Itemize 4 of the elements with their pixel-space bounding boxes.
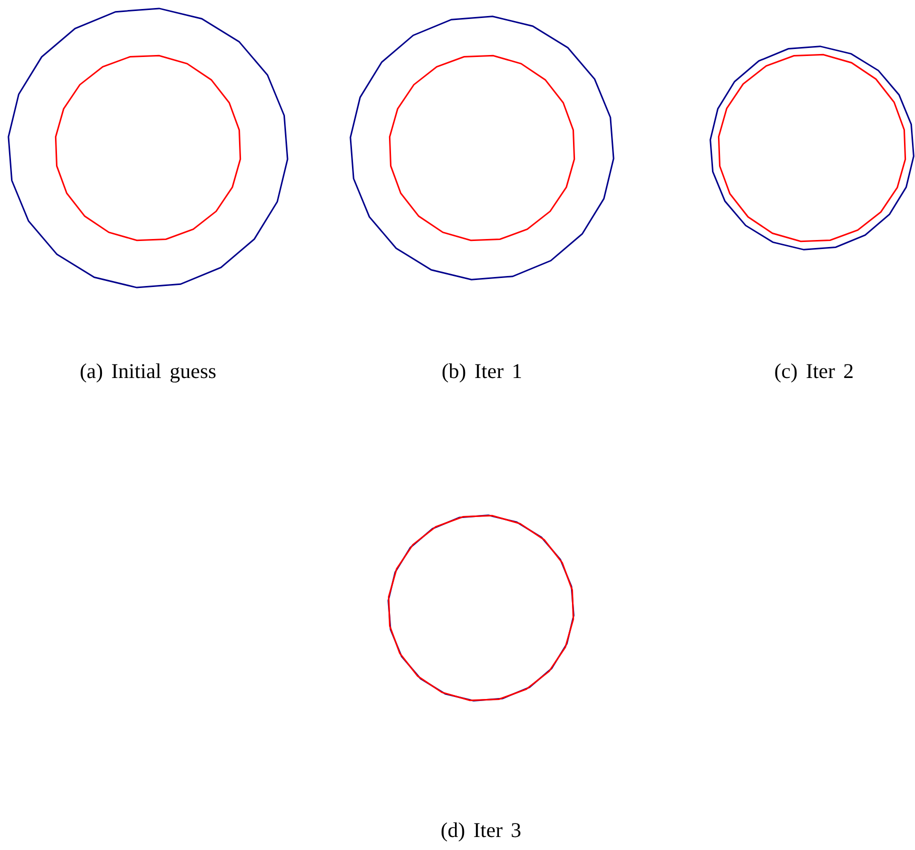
caption: (d) Iter 3 — [440, 818, 522, 843]
caption: (b) Iter 1 — [442, 359, 522, 384]
caption: (a) Initial guess — [80, 359, 216, 384]
caption: (c) Iter 2 — [774, 359, 854, 384]
